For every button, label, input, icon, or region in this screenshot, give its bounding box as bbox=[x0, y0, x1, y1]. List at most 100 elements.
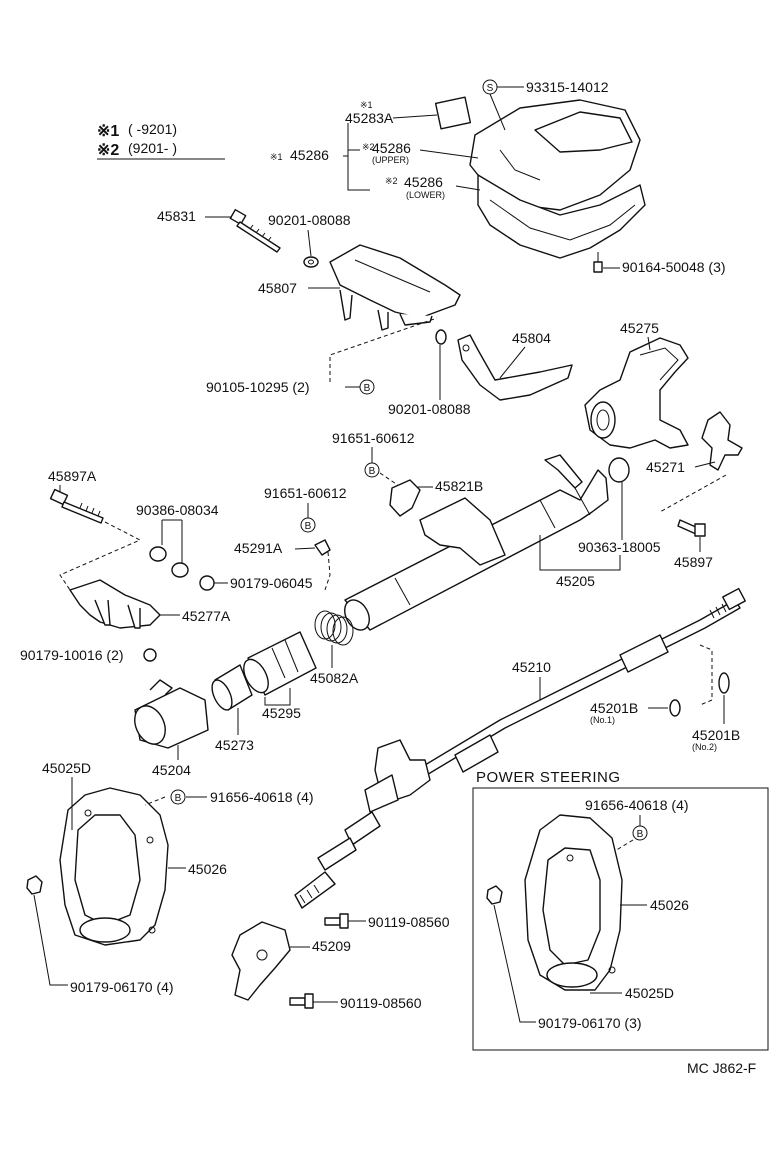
bolt-45831 bbox=[229, 208, 281, 253]
ring-90363 bbox=[608, 457, 630, 483]
label-45082A: 45082A bbox=[310, 670, 359, 686]
label-45025D: 45025D bbox=[42, 760, 91, 776]
label-90201-08088-a: 90201-08088 bbox=[268, 212, 351, 228]
mark-b-90105: B bbox=[364, 383, 371, 394]
nut-90179-06045 bbox=[199, 575, 215, 591]
ring-45273 bbox=[211, 664, 253, 711]
legend-note2-range: (9201- ) bbox=[128, 140, 177, 156]
power-steering-title: POWER STEERING bbox=[476, 769, 621, 786]
reference-code: MC J862-F bbox=[687, 1060, 756, 1076]
yoke-45209 bbox=[231, 921, 291, 1001]
clip-45291A bbox=[314, 539, 331, 556]
label-45273: 45273 bbox=[215, 737, 254, 753]
mark-b-ps: B bbox=[637, 829, 644, 840]
brace-45804 bbox=[457, 334, 573, 401]
bolt-45897 bbox=[677, 519, 706, 537]
bracket-45271 bbox=[701, 411, 743, 471]
legend-note1-mark: ※1 bbox=[97, 123, 119, 140]
label-91651-60612-b: 91651-60612 bbox=[264, 485, 347, 501]
collar-90386-a bbox=[149, 546, 167, 562]
label-90201-08088-b: 90201-08088 bbox=[388, 401, 471, 417]
column-cover bbox=[434, 96, 646, 259]
mark-star1-45283A: ※1 bbox=[360, 100, 373, 110]
legend-note1-range: ( -9201) bbox=[128, 121, 177, 137]
label-45897A: 45897A bbox=[48, 468, 97, 484]
mark-s: S bbox=[487, 83, 494, 94]
label-lower-note: (LOWER) bbox=[406, 190, 445, 200]
nut-90179-10016 bbox=[143, 648, 157, 662]
column-tube-45205 bbox=[344, 454, 630, 631]
legend: ※1 ( -9201) ※2 (9201- ) bbox=[97, 121, 225, 160]
ring-45201B-no1 bbox=[669, 699, 681, 717]
universal-joint bbox=[294, 739, 431, 909]
washer-90201-b bbox=[435, 329, 447, 345]
label-91656-40618: 91656-40618 (4) bbox=[210, 789, 314, 805]
label-45286-upper: 45286 bbox=[372, 140, 411, 156]
bracket-45277A bbox=[69, 579, 161, 629]
label-ps-91656-40618: 91656-40618 (4) bbox=[585, 797, 689, 813]
label-45205: 45205 bbox=[556, 573, 595, 589]
label-45804: 45804 bbox=[512, 330, 551, 346]
label-90386-08034: 90386-08034 bbox=[136, 502, 219, 518]
label-45277A: 45277A bbox=[182, 608, 231, 624]
mark-b-91651-b: B bbox=[305, 521, 312, 532]
label-45286-main: 45286 bbox=[290, 147, 329, 163]
label-90105-10295: 90105-10295 (2) bbox=[206, 379, 310, 395]
label-45210: 45210 bbox=[512, 659, 551, 675]
cover-45204 bbox=[134, 679, 209, 749]
label-90119-08560-b: 90119-08560 bbox=[340, 995, 422, 1011]
label-45286-lower: 45286 bbox=[404, 174, 443, 190]
label-ps-45025D: 45025D bbox=[625, 985, 674, 1001]
label-90179-06045: 90179-06045 bbox=[230, 575, 313, 591]
label-no2-note: (No.2) bbox=[692, 742, 717, 752]
label-45291A: 45291A bbox=[234, 540, 283, 556]
washer-90201-a bbox=[303, 256, 319, 268]
power-steering-frame bbox=[472, 787, 769, 1051]
mark-b-91651-a: B bbox=[369, 466, 376, 477]
bolt-90119-b bbox=[289, 997, 306, 1006]
screw-90164 bbox=[593, 252, 603, 273]
label-45271: 45271 bbox=[646, 459, 685, 475]
label-45204: 45204 bbox=[152, 762, 191, 778]
label-45026: 45026 bbox=[188, 861, 227, 877]
bolt-90119-a bbox=[324, 917, 341, 926]
ps-nut-90179 bbox=[486, 885, 503, 905]
label-45283A: 45283A bbox=[345, 110, 394, 126]
bracket-45807 bbox=[329, 244, 461, 331]
mark-star1-45286: ※1 bbox=[270, 152, 283, 162]
legend-note2-mark: ※2 bbox=[97, 142, 119, 159]
mark-star2-lower: ※2 bbox=[385, 176, 398, 186]
label-45201B-no1: 45201B bbox=[590, 700, 638, 716]
label-90164-50048: 90164-50048 (3) bbox=[622, 259, 726, 275]
label-45295: 45295 bbox=[262, 705, 301, 721]
label-45275: 45275 bbox=[620, 320, 659, 336]
clip-45821B bbox=[389, 479, 421, 517]
mark-b-91656: B bbox=[175, 793, 182, 804]
label-45807: 45807 bbox=[258, 280, 297, 296]
nut-90179-06170 bbox=[26, 875, 43, 895]
label-90119-08560-a: 90119-08560 bbox=[368, 914, 450, 930]
label-91651-60612-a: 91651-60612 bbox=[332, 430, 415, 446]
label-45831: 45831 bbox=[157, 208, 196, 224]
mark-star2-upper: ※2 bbox=[362, 142, 375, 152]
spring-45082A bbox=[314, 610, 354, 646]
steering-shaft-45210 bbox=[399, 587, 746, 789]
collar-90386-b bbox=[171, 562, 189, 578]
power-steering-box: POWER STEERING 91656-40618 (4) B 45026 4… bbox=[472, 769, 769, 1051]
label-ps-90179-06170: 90179-06170 (3) bbox=[538, 1015, 642, 1031]
bolt-45897A bbox=[49, 488, 104, 524]
sleeve-45295 bbox=[243, 631, 317, 696]
label-90179-10016: 90179-10016 (2) bbox=[20, 647, 124, 663]
boot-45025D bbox=[59, 787, 169, 946]
label-ps-45026: 45026 bbox=[650, 897, 689, 913]
label-45209: 45209 bbox=[312, 938, 351, 954]
label-45821B: 45821B bbox=[435, 478, 483, 494]
label-90363-18005: 90363-18005 bbox=[578, 539, 661, 555]
ps-boot bbox=[524, 814, 623, 991]
ring-45201B-no2 bbox=[718, 672, 730, 694]
label-93315-14012: 93315-14012 bbox=[526, 79, 609, 95]
label-45897: 45897 bbox=[674, 554, 713, 570]
label-upper-note: (UPPER) bbox=[372, 155, 409, 165]
label-45201B-no2: 45201B bbox=[692, 727, 740, 743]
